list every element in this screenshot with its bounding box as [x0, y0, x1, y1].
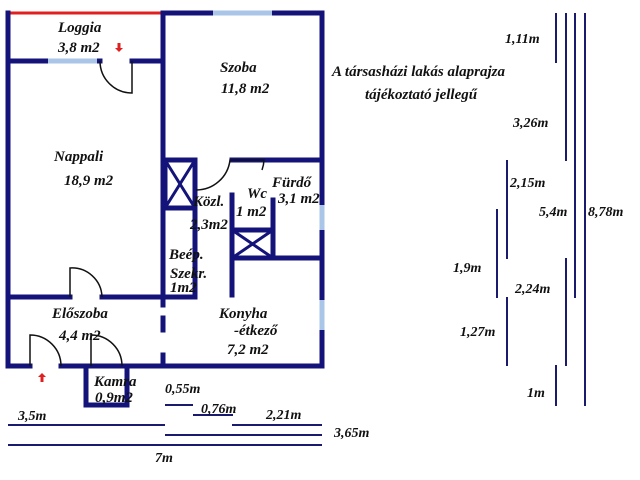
room-szoba-area: 11,8 m2 [221, 81, 270, 97]
room-nappali-name: Nappali [53, 149, 104, 165]
dim-label: 1,27m [460, 325, 496, 340]
arrow-up-icon [38, 373, 46, 382]
room-beep-name1: Beép. [168, 247, 204, 263]
door-entrance[interactable] [29, 334, 62, 367]
room-loggia-area: 3,8 m2 [57, 40, 100, 56]
room-kozl-name: Közl. [192, 194, 224, 210]
room-konyha-name2: -étkező [234, 323, 279, 339]
dim-label: 5,4m [539, 205, 568, 220]
room-furdo-name: Fürdő [271, 175, 313, 191]
dim-label: 2,21m [265, 408, 302, 423]
dim-label: 3,65m [333, 426, 370, 441]
room-loggia-name: Loggia [57, 20, 102, 36]
room-wc-area: 1 m2 [236, 204, 267, 220]
vertical-dimensions: 1,11m 3,26m 2,15m 5,4m 8,78m 1,9m 2,24m … [453, 13, 624, 406]
wall-kamra [83, 363, 130, 408]
room-wc-name: Wc [247, 186, 267, 202]
room-labels: Loggia 3,8 m2 Szoba 11,8 m2 Nappali 18,9… [51, 20, 320, 406]
dim-label: 1m [527, 386, 545, 401]
door-nappali[interactable] [69, 267, 103, 298]
room-szoba-name: Szoba [220, 60, 257, 76]
dim-label: 2,15m [509, 176, 546, 191]
dim-label: 0,55m [165, 382, 201, 397]
dim-label: 7m [155, 451, 173, 466]
room-kamra-name: Kamra [93, 374, 137, 390]
door-loggia[interactable] [99, 60, 133, 94]
shaft-crosses [163, 159, 274, 260]
doors [29, 60, 265, 367]
room-beep-name2: Szekr. [170, 266, 207, 282]
dim-label: 3,5m [17, 409, 47, 424]
dim-label: 2,24m [514, 282, 551, 297]
room-kamra-area: 0,9m2 [95, 390, 133, 406]
room-konyha-area: 7,2 m2 [227, 342, 269, 358]
door-kamra[interactable] [90, 334, 123, 367]
room-kozl-area: 2,3m2 [189, 217, 228, 233]
dim-label: 3,26m [512, 116, 549, 131]
room-eloszoba-name: Előszoba [51, 306, 108, 322]
walls [5, 10, 325, 408]
plan-title-line2: tájékoztató jellegű [365, 87, 478, 103]
room-eloszoba-area: 4,4 m2 [58, 328, 101, 344]
room-nappali-area: 18,9 m2 [64, 173, 114, 189]
door-szoba[interactable] [195, 159, 265, 191]
room-beep-area: 1m2 [170, 280, 197, 296]
dim-label: 1,9m [453, 261, 482, 276]
dim-label: 0,76m [201, 402, 237, 417]
horizontal-dimensions: 3,5m 0,55m 0,76m 2,21m 3,65m 7m [8, 382, 370, 466]
room-furdo-area: 3,1 m2 [277, 191, 320, 207]
room-konyha-name1: Konyha [218, 306, 268, 322]
dim-label: 1,11m [505, 32, 540, 47]
plan-title-line1: A társasházi lakás alaprajza [331, 64, 505, 80]
dim-label: 8,78m [588, 205, 624, 220]
arrow-down-icon [115, 43, 123, 52]
